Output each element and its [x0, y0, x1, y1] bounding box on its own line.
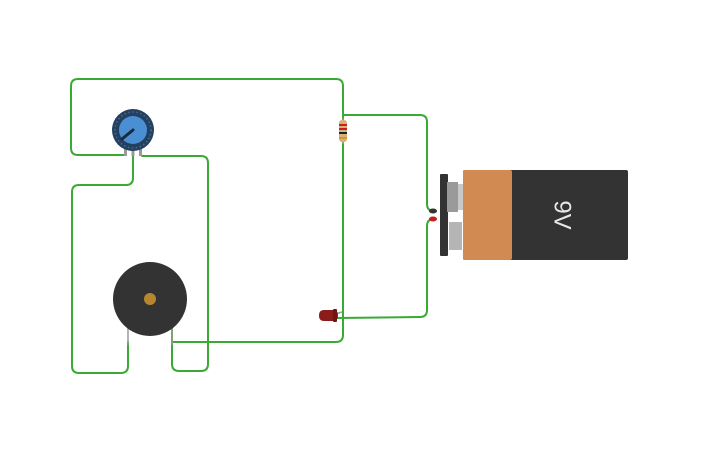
wire-resistor-to-battery[interactable]: [342, 114, 435, 212]
led-rim: [333, 309, 337, 322]
battery-voltage-label: 9V: [549, 200, 576, 229]
wire-pot-left-to-resistor[interactable]: [70, 78, 344, 156]
wires: [70, 78, 435, 374]
resistor[interactable]: [339, 118, 347, 144]
potentiometer[interactable]: [112, 109, 154, 156]
resistor-band-3: [339, 132, 347, 134]
resistor-band-2: [339, 128, 347, 130]
wire-led-to-battery[interactable]: [336, 218, 435, 319]
pot-ring-ticks: [114, 111, 152, 149]
battery-snap-shadow: [458, 184, 463, 210]
resistor-band-4: [339, 137, 347, 139]
buzzer-center: [144, 293, 156, 305]
battery-9v[interactable]: 9V: [429, 170, 628, 260]
pot-terminal-right: [139, 148, 142, 156]
pot-pointer: [120, 128, 135, 141]
wire-pot-right-to-buzzer[interactable]: [141, 155, 209, 372]
pot-terminal-left: [124, 148, 127, 156]
battery-snap-bottom: [449, 222, 462, 250]
piezo-buzzer[interactable]: [113, 262, 187, 345]
wire-buzzer-to-resistor[interactable]: [171, 140, 344, 343]
led[interactable]: [319, 309, 343, 322]
battery-cap: [463, 170, 512, 260]
wire-pot-wiper-to-buzzer[interactable]: [71, 149, 134, 374]
battery-terminal-plate: [440, 174, 448, 256]
battery-terminal-neg[interactable]: [429, 208, 437, 214]
battery-snap-top: [447, 182, 458, 212]
battery-terminal-pos[interactable]: [429, 216, 437, 222]
pot-terminal-mid: [131, 148, 135, 156]
resistor-band-1: [339, 124, 347, 126]
